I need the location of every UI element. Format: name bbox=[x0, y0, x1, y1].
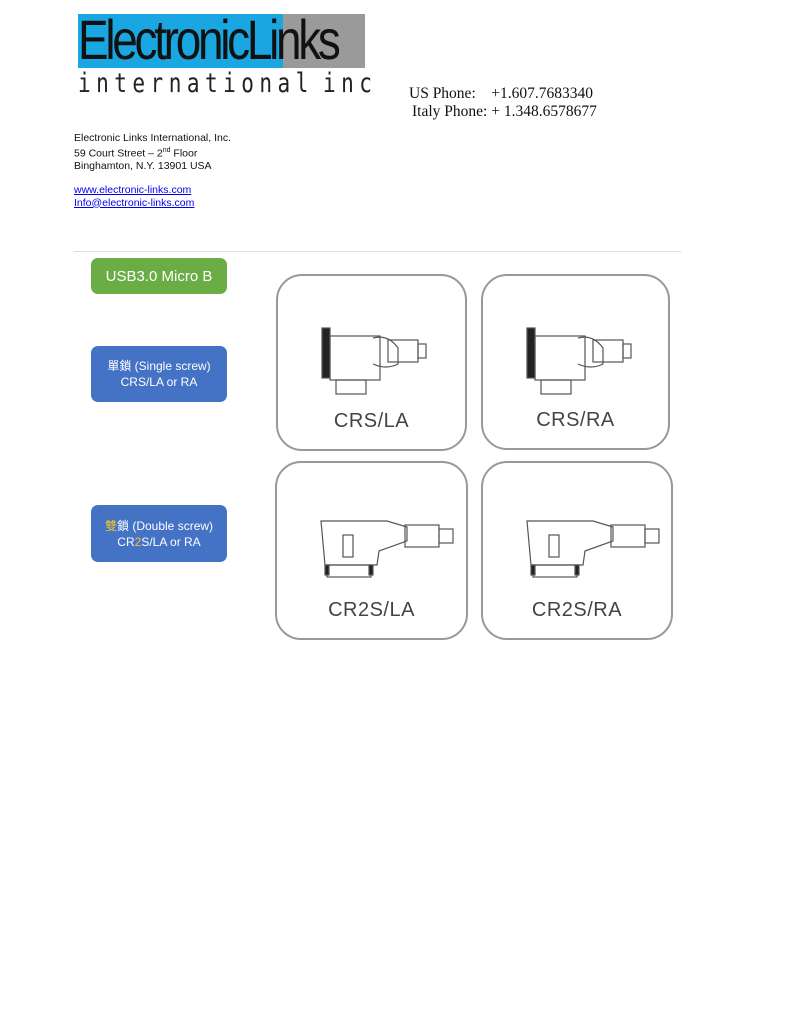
logo-subtext: international bbox=[78, 68, 314, 99]
card-cr2s-ra: CR2S/RA bbox=[481, 461, 673, 640]
card-label: CR2S/RA bbox=[531, 599, 623, 621]
website-link[interactable]: www.electronic-links.com bbox=[74, 184, 192, 196]
single-screw-label: 單鎖 (Single screw) CRS/LA or RA bbox=[91, 346, 227, 402]
us-phone: US Phone: +1.607.7683340 bbox=[409, 85, 593, 102]
card-crs-la: CRS/LA bbox=[276, 274, 467, 451]
card-label: CR2S/LA bbox=[328, 599, 415, 621]
company-logo: ElectronicLinks international inc bbox=[78, 8, 372, 99]
city: Binghamton, N.Y. 13901 USA bbox=[74, 159, 212, 172]
connector-image bbox=[526, 327, 632, 395]
type-label: USB3.0 Micro B bbox=[91, 258, 227, 294]
card-crs-ra: CRS/RA bbox=[481, 274, 670, 450]
street: 59 Court Street – 2nd Floor bbox=[74, 146, 198, 160]
address-block: Electronic Links International, Inc. 59 … bbox=[74, 132, 231, 209]
card-label: CRS/RA bbox=[536, 409, 615, 431]
connector-image bbox=[526, 520, 660, 578]
email-link[interactable]: Info@electronic-links.com bbox=[74, 196, 195, 209]
logo-text: ElectronicLinks bbox=[78, 8, 341, 71]
divider bbox=[74, 251, 681, 252]
logo-inc: inc bbox=[323, 68, 378, 99]
company-name: Electronic Links International, Inc. bbox=[74, 132, 231, 144]
card-cr2s-la: CR2S/LA bbox=[275, 461, 468, 640]
connector-image bbox=[321, 327, 427, 395]
connector-image bbox=[320, 520, 454, 578]
italy-phone: Italy Phone: + 1.348.6578677 bbox=[412, 103, 597, 120]
double-screw-label: 雙鎖 (Double screw) CR2S/LA or RA bbox=[91, 505, 227, 562]
card-label: CRS/LA bbox=[333, 410, 410, 432]
